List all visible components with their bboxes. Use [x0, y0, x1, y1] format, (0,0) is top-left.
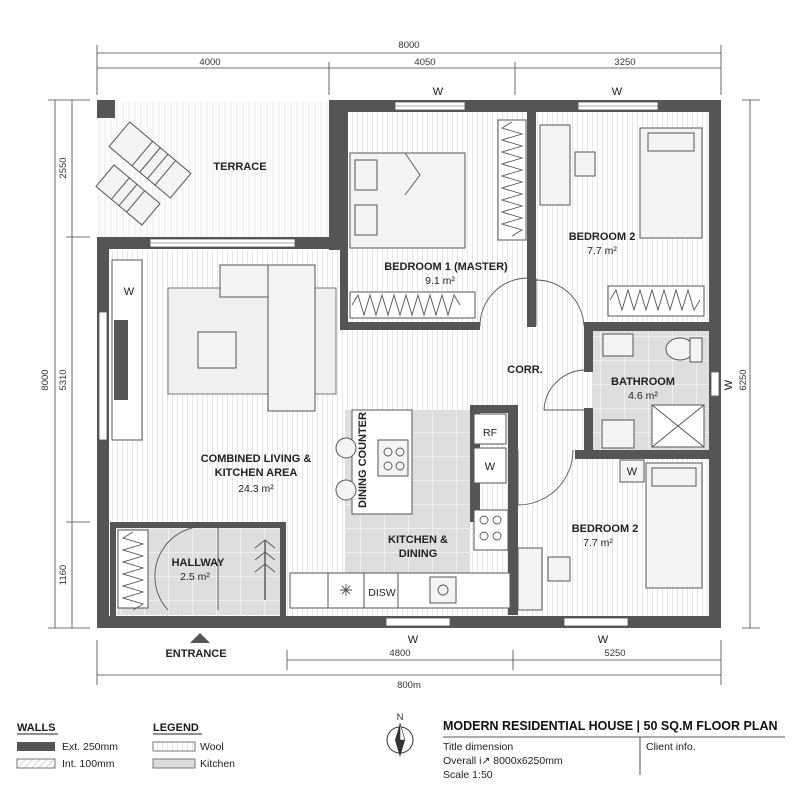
dining-counter-label: DINING COUNTER — [357, 412, 369, 508]
bedroom2-top-furniture — [539, 124, 705, 317]
windows — [98, 101, 720, 627]
overall-dimension: Overall i↗ 8000x6250mm — [443, 755, 563, 767]
dimension-lines — [48, 45, 760, 685]
kitchen-furniture — [289, 409, 511, 609]
terrace-loungers — [95, 121, 192, 226]
bedroom1-label: BEDROOM 1 (MASTER) — [384, 261, 508, 273]
int-wall-swatch — [16, 758, 56, 769]
ext-wall-label: Ext. 250mm — [62, 741, 118, 753]
bedroom1-area: 9.1 m² — [425, 275, 455, 287]
client-info: Client info. — [646, 741, 696, 753]
dim-left-total: 8000 — [40, 369, 51, 390]
window-label: W — [598, 634, 609, 646]
dim-bottom-a: 4800 — [389, 648, 410, 659]
dim-top-a: 4000 — [199, 57, 220, 68]
living-label-line1: COMBINED LIVING & — [201, 453, 312, 465]
window-label: W — [612, 86, 623, 98]
window-label: W — [485, 461, 496, 473]
bathroom-label: BATHROOM — [611, 376, 675, 388]
bedroom2-bottom-furniture — [517, 459, 703, 611]
fridge-label: RF — [483, 427, 497, 439]
living-label-line2: KITCHEN AREA — [215, 467, 298, 479]
hallway-label: HALLWAY — [172, 557, 225, 569]
dim-top-total: 8000 — [398, 40, 419, 51]
hallway-furniture — [117, 529, 276, 611]
walls-legend-heading: WALLS — [17, 722, 56, 734]
ext-wall-swatch — [17, 742, 55, 751]
bathroom-area: 4.6 m² — [628, 390, 658, 402]
dim-left-a: 2550 — [58, 157, 69, 178]
dim-bottom-total: 800m — [397, 680, 421, 691]
kitchen-label-line2: DINING — [399, 548, 438, 560]
hallway-area: 2.5 m² — [180, 571, 210, 583]
legend-heading: LEGEND — [153, 722, 199, 734]
kitchen-legend-label: Kitchen — [200, 758, 235, 770]
dim-right: 6250 — [738, 369, 749, 390]
entrance-arrow-icon — [190, 633, 210, 643]
plan-title: MODERN RESIDENTIAL HOUSE | 50 SQ.M FLOOR… — [443, 719, 778, 733]
north-arrow-icon: N — [386, 712, 414, 757]
bedroom2-top-area: 7.7 m² — [587, 245, 617, 257]
window-label: W — [408, 634, 419, 646]
int-wall-label: Int. 100mm — [62, 758, 115, 770]
bedroom2-top-label: BEDROOM 2 — [569, 231, 636, 243]
wool-label: Wool — [200, 741, 224, 753]
entrance-label: ENTRANCE — [165, 648, 226, 660]
doors — [154, 277, 588, 611]
title-dimension: Title dimension — [443, 741, 513, 753]
north-label: N — [397, 712, 404, 723]
dim-left-c: 1160 — [58, 565, 69, 585]
dim-left-b: 5310 — [58, 369, 69, 390]
bedroom2-bottom-area: 7.7 m² — [583, 537, 613, 549]
legend: LEGEND Wool Kitchen — [152, 722, 235, 770]
scale-label: Scale 1:50 — [443, 769, 493, 781]
dishwasher-label: DISW — [368, 587, 396, 599]
walls-legend: WALLS Ext. 250mm Int. 100mm — [16, 722, 118, 770]
title-block: MODERN RESIDENTIAL HOUSE | 50 SQ.M FLOOR… — [443, 719, 785, 781]
dim-bottom-b: 5250 — [604, 648, 625, 659]
dim-top-b: 4050 — [414, 57, 435, 68]
window-label: W — [627, 466, 638, 478]
living-area: 24.3 m² — [238, 483, 274, 495]
wool-swatch — [152, 741, 196, 752]
window-label: W — [124, 286, 135, 298]
bathroom-fixtures — [601, 333, 705, 449]
window-label: W — [723, 379, 735, 390]
kitchen-label-line1: KITCHEN & — [388, 534, 448, 546]
dim-top-c: 3250 — [614, 57, 635, 68]
bedroom2-bottom-label: BEDROOM 2 — [572, 523, 639, 535]
corridor-label: CORR. — [507, 364, 542, 376]
window-label: W — [433, 86, 444, 98]
living-furniture — [111, 259, 337, 441]
master-wardrobe — [349, 119, 527, 319]
terrace-label: TERRACE — [213, 161, 266, 173]
kitchen-swatch — [152, 758, 196, 769]
master-bed — [349, 152, 466, 249]
